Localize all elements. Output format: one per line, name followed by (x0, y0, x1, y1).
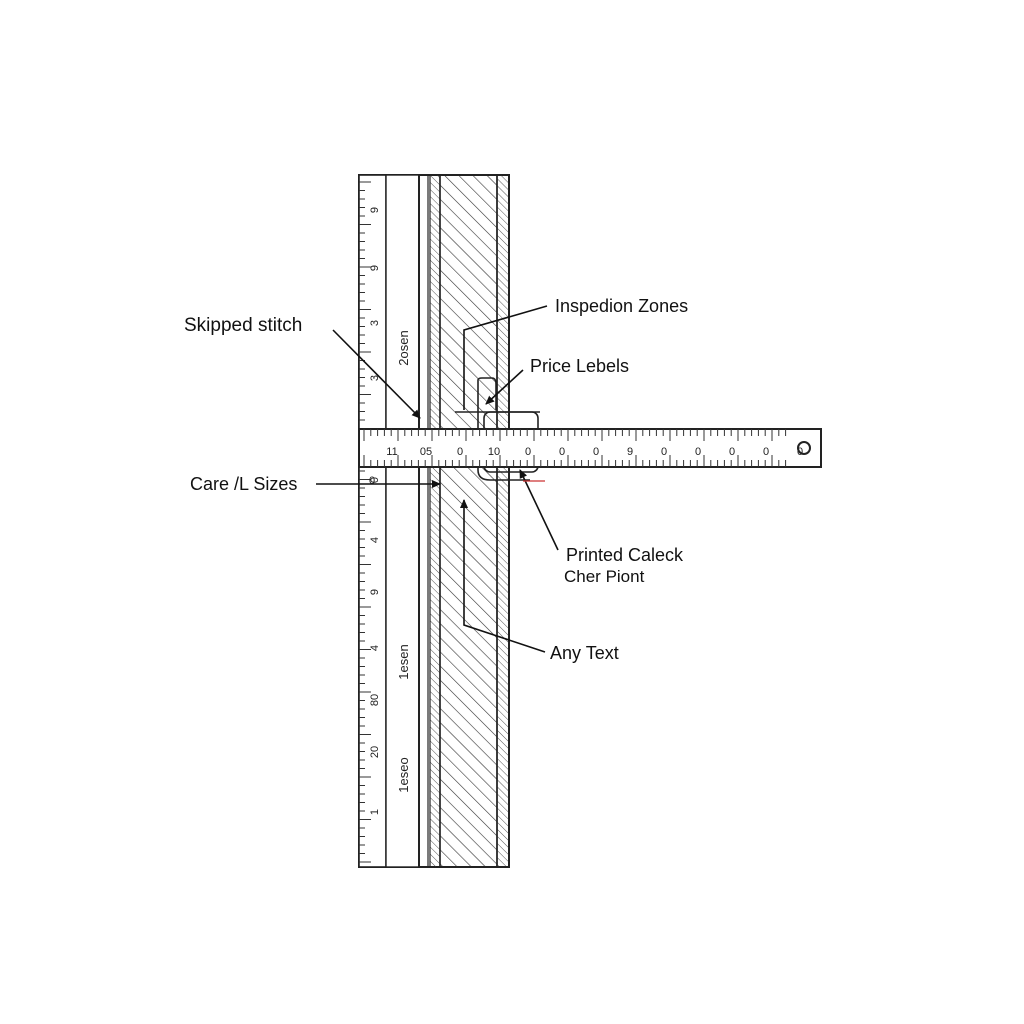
label-printed-check-line2: Cher Piont (564, 567, 645, 586)
strip-text-1: 2osen (396, 330, 411, 365)
leader-skipped-stitch (332, 329, 421, 419)
tape-ticks (363, 429, 787, 467)
vertical-ruler-number: 4 (369, 645, 381, 651)
strip-text-2: 1esen (396, 644, 411, 679)
leader-price-labels (485, 369, 524, 405)
vertical-ruler-number: 3 (369, 320, 381, 326)
tape-number: 0 (763, 446, 769, 458)
tape-body (358, 428, 822, 468)
tape-hole (797, 441, 811, 455)
vertical-ruler-number: 9 (369, 265, 381, 271)
tape-number: 0 (729, 446, 735, 458)
vertical-ruler-number: 80 (369, 694, 381, 706)
label-price-labels: Price Lebels (530, 356, 629, 376)
vertical-ruler (358, 174, 387, 868)
label-any-text: Any Text (550, 643, 619, 663)
seam-allowance (496, 174, 510, 868)
label-skipped-stitch: Skipped stitch (184, 315, 302, 336)
tape-number-bottom: 0 (369, 475, 375, 487)
tape-number: 0 (695, 446, 701, 458)
label-printed-check-line1: Printed Caleck (566, 545, 684, 565)
leader-inspection-zones (463, 305, 548, 410)
vertical-ruler-number: 0 (369, 477, 381, 483)
label-care-sizes: Care /L Sizes (190, 474, 297, 494)
vertical-ruler-number: 3 (369, 375, 381, 381)
tape-number: 0 (797, 446, 803, 458)
tape-number: 0 (593, 446, 599, 458)
tape-number: 0 (525, 446, 531, 458)
vertical-ruler-number: 4 (369, 537, 381, 543)
tape-number: 0 (661, 446, 667, 458)
tape-number: 10 (488, 446, 500, 458)
vertical-ruler-number: 1 (369, 809, 381, 815)
strip-text-3: 1eseo (396, 757, 411, 792)
leader-any-text (460, 499, 546, 653)
vertical-ruler-number: 9 (369, 207, 381, 213)
tape-number: 11 (386, 446, 397, 458)
tape-number: 0 (559, 446, 565, 458)
tape-number: 9 (627, 446, 633, 458)
vertical-ruler-number: 9 (369, 589, 381, 595)
tape-number: 05 (420, 446, 432, 458)
label-inspection-zones: Inspedion Zones (555, 296, 688, 316)
fabric-panel (439, 174, 498, 868)
stitch-band (429, 174, 441, 868)
leader-printed-check (519, 469, 559, 551)
vertical-assembly: 99332049480201 2osen 1esen 1eseo (358, 174, 510, 868)
vertical-ruler-number: 20 (369, 746, 381, 758)
tape-number: 0 (457, 446, 463, 458)
callout-leaders (316, 305, 559, 653)
